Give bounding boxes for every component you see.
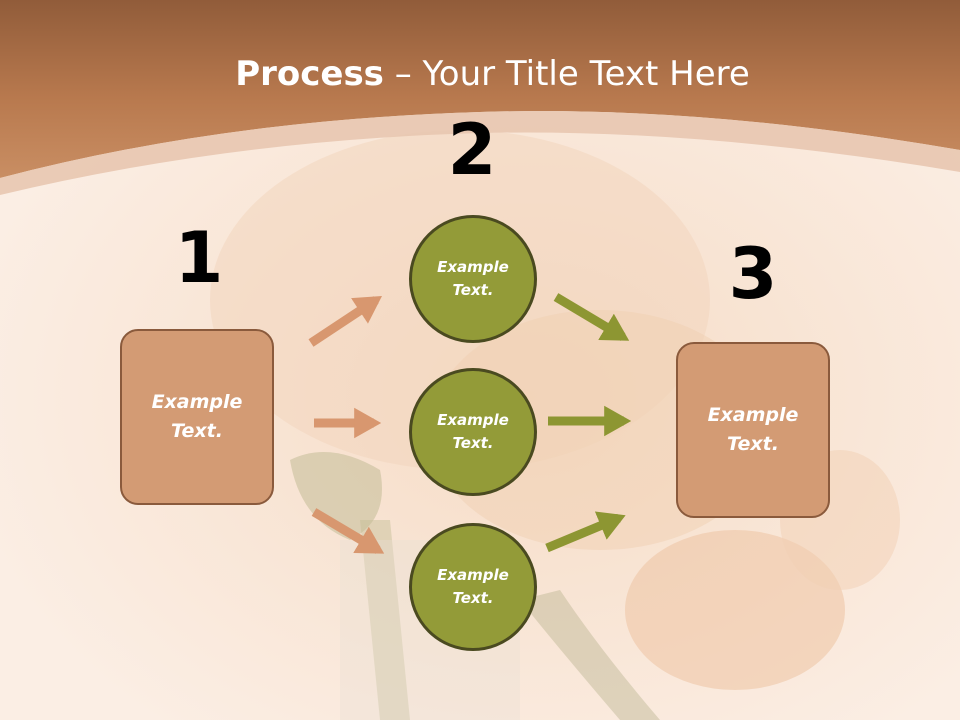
stem-shape	[360, 520, 410, 720]
arrow-1-to-2-bottom	[311, 508, 385, 554]
rose-bud-shape	[625, 530, 845, 690]
step-1-box: Example Text.	[120, 329, 274, 505]
title-bold: Process	[235, 54, 384, 94]
header-swoosh	[0, 111, 960, 195]
step-number-1: 1	[174, 217, 224, 299]
arrow-2-bottom-to-3	[545, 511, 626, 553]
step-number-3: 3	[728, 233, 778, 315]
step-number-2: 2	[447, 109, 497, 191]
step-2-circle-top: Example Text.	[409, 215, 537, 343]
step-2-circle-bottom: Example Text.	[409, 523, 537, 651]
title-rest: – Your Title Text Here	[383, 54, 750, 94]
step-2-circle-middle: Example Text.	[409, 368, 537, 496]
step-3-box: Example Text.	[676, 342, 830, 518]
arrow-1-to-2-top	[308, 296, 383, 347]
stem-shape	[520, 590, 660, 720]
header-band	[0, 0, 960, 178]
leaf-shape	[290, 452, 382, 540]
arrow-2-top-to-3	[553, 293, 630, 341]
slide-title: Process – Your Title Text Here	[0, 52, 960, 96]
